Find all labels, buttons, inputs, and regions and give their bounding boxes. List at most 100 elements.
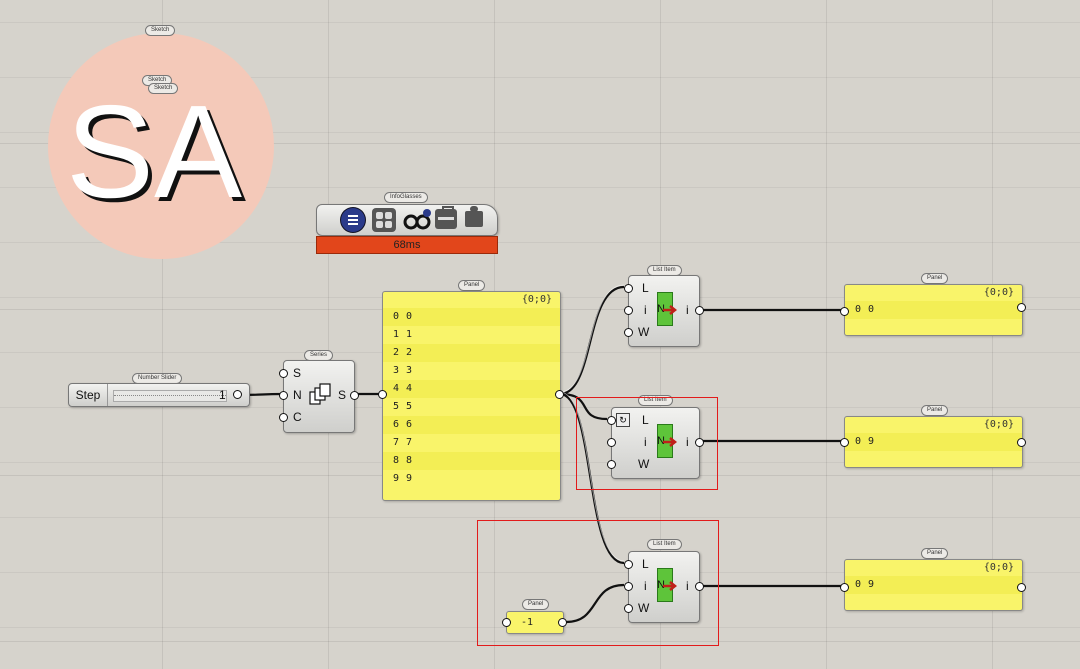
output-panel-3-output-grip[interactable] xyxy=(1017,583,1026,592)
list-item-2-input-i-grip[interactable] xyxy=(607,438,616,447)
highlight-box-list-item-3 xyxy=(477,520,719,646)
list-item-3-input-w-grip[interactable] xyxy=(624,604,633,613)
main-panel-input-grip[interactable] xyxy=(378,390,387,399)
slider-output-grip[interactable] xyxy=(233,390,242,399)
link-glasses-icon[interactable] xyxy=(403,208,431,232)
series-input-n-grip[interactable] xyxy=(279,391,288,400)
output-panel-1-input-grip[interactable] xyxy=(840,307,849,316)
series-input-c-label: C xyxy=(293,410,302,424)
series-input-s-label: S xyxy=(293,366,302,380)
list-item-input-i-label: i xyxy=(644,435,647,449)
input-panel-output-grip[interactable] xyxy=(558,618,567,627)
list-item-1-input-i-grip[interactable] xyxy=(624,306,633,315)
list-item-2-input-w-grip[interactable] xyxy=(607,460,616,469)
main-panel-output-grip[interactable] xyxy=(555,390,564,399)
toolbox-icon[interactable] xyxy=(435,206,457,229)
list-item-input-w-label: W xyxy=(638,325,650,339)
logo-text-highlight: SA xyxy=(66,78,242,225)
series-output-label: S xyxy=(338,388,347,402)
infoglasses-component[interactable] xyxy=(316,204,498,236)
list-item-component-1[interactable]: L i W N i xyxy=(624,275,704,347)
list-item-3-input-i-grip[interactable] xyxy=(624,582,633,591)
plugin-icon[interactable] xyxy=(465,206,483,227)
series-output-grip[interactable] xyxy=(350,391,359,400)
input-panel-minus-one[interactable]: -1 xyxy=(502,611,567,634)
list-item-3-input-l-grip[interactable] xyxy=(624,560,633,569)
slider-value: 1 xyxy=(219,388,226,402)
panel-tag: Panel xyxy=(921,273,949,284)
list-item-3-output-grip[interactable] xyxy=(695,582,704,591)
wire-input-panel-to-listitem3 xyxy=(565,583,625,624)
series-input-n-label: N xyxy=(293,388,302,402)
list-item-component-3[interactable]: L i W N i xyxy=(624,551,704,623)
list-item-1-input-w-grip[interactable] xyxy=(624,328,633,337)
list-item-icon-letter: N xyxy=(657,303,665,315)
list-item-icon-letter: N xyxy=(657,435,665,447)
main-panel-header: {0;0} xyxy=(521,294,552,305)
timing-bar: 68ms xyxy=(316,236,498,254)
output-panel-1-output-grip[interactable] xyxy=(1017,303,1026,312)
sketch-tag[interactable]: Sketch xyxy=(145,25,176,36)
list-item-1-input-l-grip[interactable] xyxy=(624,284,633,293)
panel-tag: Panel xyxy=(458,280,486,291)
series-input-s-grip[interactable] xyxy=(279,369,288,378)
sketch-tag[interactable]: Sketch xyxy=(148,83,179,94)
list-item-2-input-l-grip[interactable] xyxy=(607,416,616,425)
arrow-right-icon xyxy=(663,437,678,447)
output-panel-header: {0;0} xyxy=(983,562,1014,573)
list-item-input-l-label: L xyxy=(642,413,649,427)
list-item-input-l-label: L xyxy=(642,557,649,571)
logo-circle xyxy=(48,33,274,259)
series-input-c-grip[interactable] xyxy=(279,413,288,422)
info-icon[interactable] xyxy=(341,208,365,232)
reverse-icon: ↻ xyxy=(616,413,630,427)
arrow-right-icon xyxy=(663,305,678,315)
series-component[interactable]: S N C S xyxy=(279,360,359,433)
list-item-input-i-label: i xyxy=(644,303,647,317)
list-item-input-i-label: i xyxy=(644,579,647,593)
list-item-input-l-label: L xyxy=(642,281,649,295)
number-slider[interactable]: Step 1 xyxy=(68,383,250,407)
output-panel-2-input-grip[interactable] xyxy=(840,438,849,447)
list-item-input-w-label: W xyxy=(638,457,650,471)
input-panel-input-grip[interactable] xyxy=(502,618,511,627)
grid-icon[interactable] xyxy=(372,208,396,232)
list-item-2-output-grip[interactable] xyxy=(695,438,704,447)
panel-tag: Panel xyxy=(921,548,949,559)
output-panel-3-input-grip[interactable] xyxy=(840,583,849,592)
list-item-component-2[interactable]: ↻ L i W N i xyxy=(607,407,704,479)
wire-panel-to-listitem1 xyxy=(559,285,625,396)
list-item-tag: List Item xyxy=(638,395,673,406)
list-item-tag: List Item xyxy=(647,539,682,550)
infoglasses-tag: InfoGlasses xyxy=(384,192,428,203)
list-item-1-output-grip[interactable] xyxy=(695,306,704,315)
slider-track[interactable] xyxy=(113,390,227,402)
wire-panel-to-listitem2 xyxy=(559,392,608,421)
output-panel-2-output-grip[interactable] xyxy=(1017,438,1026,447)
slider-label: Step xyxy=(69,384,108,406)
sa-logo: SA SA xyxy=(48,33,274,259)
list-item-output-label: i xyxy=(686,579,689,593)
list-item-icon-letter: N xyxy=(657,579,665,591)
panel-tag: Panel xyxy=(522,599,550,610)
series-icon xyxy=(309,383,331,405)
